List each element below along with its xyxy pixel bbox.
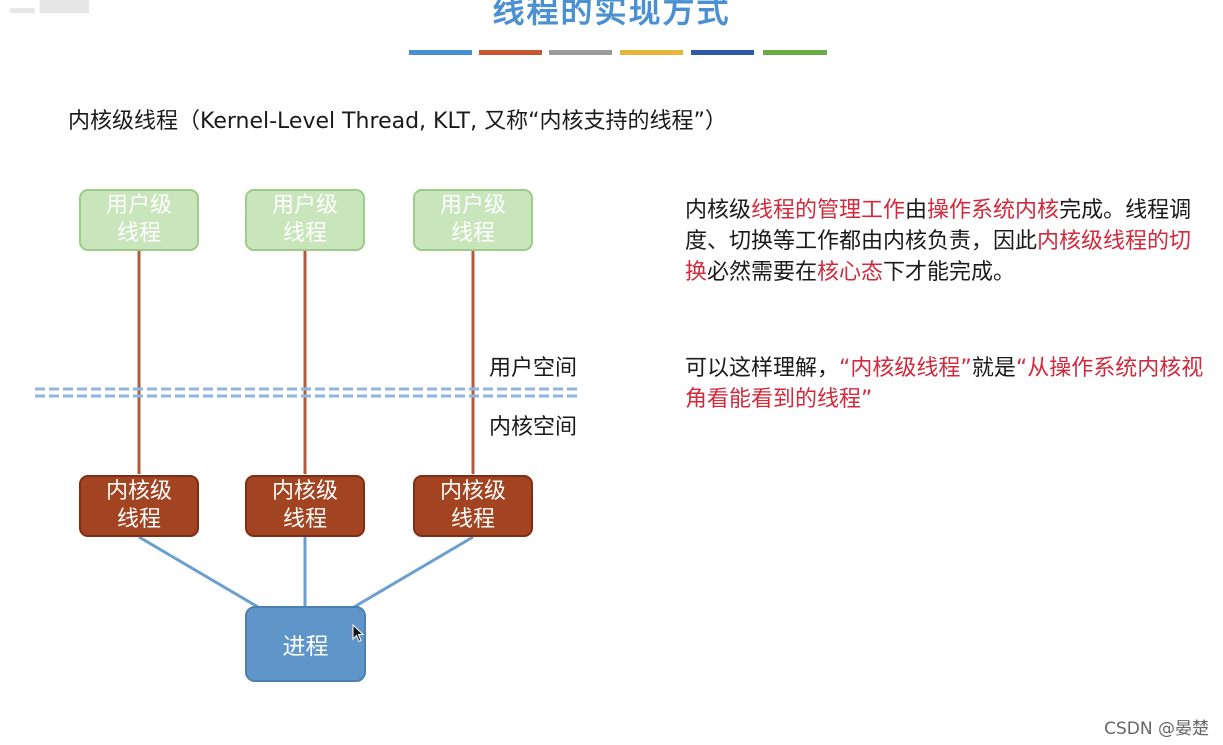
text-segment: 内核级: [685, 198, 752, 223]
user-thread-line2: 线程: [116, 221, 161, 246]
title-bar-segment-4: [620, 50, 683, 55]
user-thread-line1: 用户级: [271, 193, 338, 218]
highlight-text: 操作系统内核: [927, 198, 1060, 223]
user-space-label: 用户空间: [489, 356, 578, 381]
process-label: 进程: [282, 634, 329, 660]
title-bar-segment-1: [409, 50, 472, 55]
text-segment: 就是: [971, 356, 1016, 381]
kernel-process-link-1: [138, 535, 259, 609]
title-bar-segment-5: [691, 50, 754, 55]
user-thread-line2: 线程: [450, 221, 495, 246]
kernel-thread-box-2: 内核级线程: [245, 475, 365, 537]
user-thread-line2: 线程: [282, 221, 327, 246]
highlight-text: 内核级线程的切换: [685, 229, 1192, 285]
kernel-thread-line2: 线程: [450, 507, 495, 532]
title-bar-segment-2: [479, 50, 542, 55]
kernel-space-label: 内核空间: [489, 415, 578, 440]
text-segment: 由: [905, 198, 928, 223]
kernel-thread-box-3: 内核级线程: [413, 475, 533, 537]
kernel-thread-box-1: 内核级线程: [79, 475, 199, 537]
text-segment: 下才能完成。: [883, 260, 1016, 285]
user-thread-line1: 用户级: [439, 193, 506, 218]
kernel-process-link-3: [353, 535, 474, 609]
process-box: 进程: [245, 606, 366, 682]
user-thread-line1: 用户级: [105, 193, 172, 218]
mouse-pointer-icon: [352, 624, 365, 643]
kernel-thread-line1: 内核级: [271, 479, 338, 504]
text-segment: 完成。线程调度、切换等工作都由内核负责，因此: [685, 198, 1192, 254]
faint-logo: ▂▂ ▆▆▆▆: [10, 0, 89, 13]
text-segment: 必然需要在: [707, 260, 818, 285]
title-bar-segment-6: [763, 50, 827, 55]
kernel-thread-line1: 内核级: [105, 479, 172, 504]
slide-title: 线程的实现方式: [492, 0, 731, 30]
kernel-thread-line2: 线程: [116, 507, 161, 532]
user-thread-box-1: 用户级线程: [79, 189, 199, 251]
highlight-text: “内核级线程”: [839, 356, 972, 381]
explanation-paragraph-2: 可以这样理解，“内核级线程”就是“从操作系统内核视角看能看到的线程”: [685, 353, 1205, 415]
csdn-watermark: CSDN @晏楚: [1104, 719, 1209, 739]
kernel-thread-line2: 线程: [282, 507, 327, 532]
user-thread-box-2: 用户级线程: [245, 189, 365, 251]
text-segment: 可以这样理解，: [685, 356, 840, 381]
highlight-text: 核心态: [817, 260, 884, 285]
kernel-thread-line1: 内核级: [439, 479, 506, 504]
explanation-paragraph-1: 内核级线程的管理工作由操作系统内核完成。线程调度、切换等工作都由内核负责，因此内…: [685, 195, 1205, 288]
highlight-text: “从操作系统内核视角看能看到的线程”: [685, 356, 1204, 412]
user-thread-box-3: 用户级线程: [413, 189, 533, 251]
title-bar-segment-3: [549, 50, 612, 55]
highlight-text: 线程的管理工作: [751, 198, 906, 223]
slide-subtitle: 内核级线程（Kernel-Level Thread, KLT, 又称“内核支持的…: [68, 109, 727, 134]
